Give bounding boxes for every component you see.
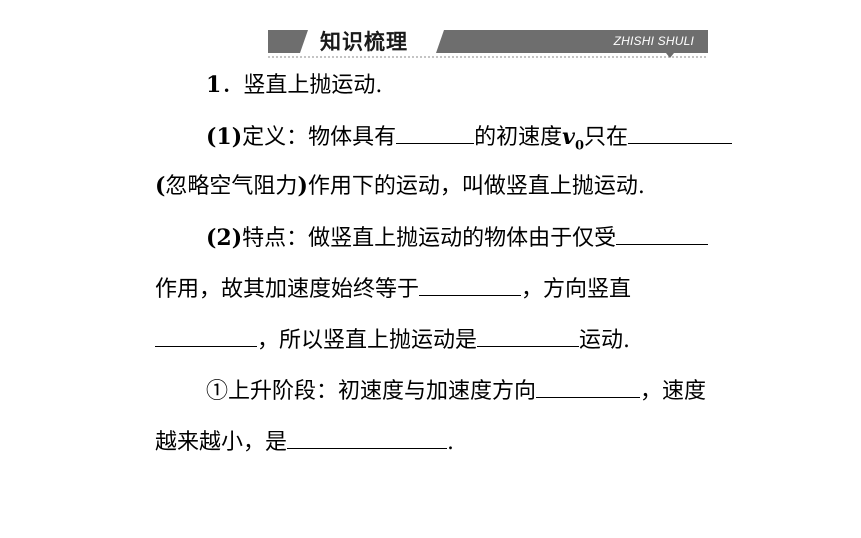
definition-text: 只在 <box>584 125 629 150</box>
section-banner: 知识梳理 ZHISHI SHULI <box>268 26 708 60</box>
rising-line-2: 越来越小，是. <box>155 426 454 458</box>
rising-line-1: ①上升阶段：初速度与加速度方向 ，速度 <box>206 375 706 407</box>
section-heading-text: ．竖直上抛运动. <box>221 73 383 98</box>
features-line-1: (2)特点：做竖直上抛运动的物体由于仅受 <box>206 222 709 254</box>
definition-text: 忽略空气阻力 <box>165 174 298 199</box>
definition-label: (1) <box>206 124 243 150</box>
velocity-symbol: v <box>562 124 575 150</box>
definition-line-2: (忽略空气阻力)作用下的运动，叫做竖直上抛运动. <box>155 171 645 202</box>
banner-shape <box>268 30 708 58</box>
section-heading: 1．竖直上抛运动. <box>206 70 382 101</box>
features-line-2: 作用，故其加速度始终等于 ，方向竖直 <box>155 273 631 305</box>
features-text: 作用，故其加速度始终等于 <box>155 277 420 302</box>
definition-text: 的初速度 <box>474 125 563 150</box>
blank-initial-velocity[interactable] <box>396 121 475 144</box>
blank-motion-type[interactable] <box>477 324 580 347</box>
features-text: 运动. <box>579 328 631 353</box>
rising-text: 越来越小，是 <box>155 430 288 455</box>
features-label: (2) <box>206 225 243 251</box>
features-text: ，所以竖直上抛运动是 <box>257 328 478 353</box>
rising-text: ，速度 <box>640 379 707 404</box>
blank-rising-motion[interactable] <box>287 426 448 449</box>
banner-title: 知识梳理 <box>320 30 408 54</box>
blank-direction[interactable] <box>155 324 257 347</box>
rising-text: 上升阶段：初速度与加速度方向 <box>228 379 537 404</box>
definition-text: 作用下的运动，叫做竖直上抛运动. <box>307 174 645 199</box>
rising-text: . <box>447 430 455 455</box>
paren-close: ) <box>297 173 308 199</box>
definition-line-1: (1)定义：物体具有 的初速度v0只在 <box>206 121 733 161</box>
section-number: 1 <box>206 72 222 98</box>
banner-subtitle: ZHISHI SHULI <box>613 34 694 48</box>
definition-text: 定义：物体具有 <box>242 125 397 150</box>
features-text: 特点：做竖直上抛运动的物体由于仅受 <box>242 226 617 251</box>
blank-force[interactable] <box>628 121 733 144</box>
blank-acceleration[interactable] <box>419 273 522 296</box>
features-line-3: ，所以竖直上抛运动是 运动. <box>155 324 630 356</box>
features-text: ，方向竖直 <box>521 277 632 302</box>
paren-open: ( <box>155 173 166 199</box>
blank-direction-relation[interactable] <box>536 375 641 398</box>
velocity-subscript: 0 <box>574 138 585 154</box>
circled-one-marker: ① <box>206 379 229 404</box>
blank-only-force[interactable] <box>616 222 709 245</box>
